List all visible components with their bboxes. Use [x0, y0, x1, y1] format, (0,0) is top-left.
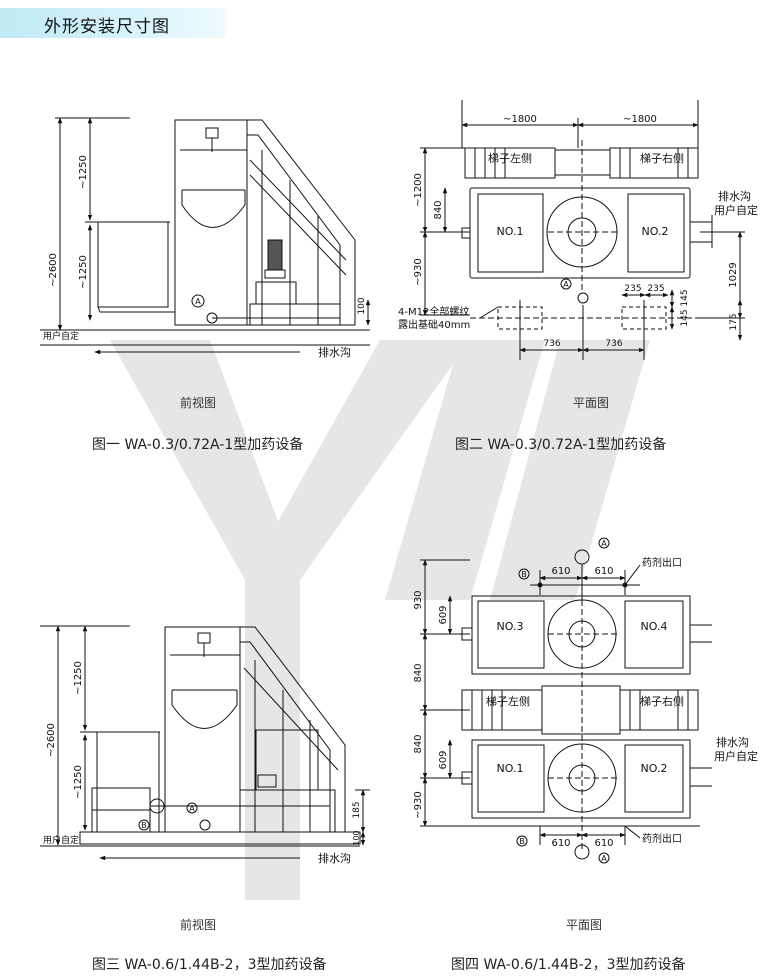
fig1-dim-base: 100 [357, 297, 367, 314]
fig4-marker-a-top: A [601, 539, 607, 548]
fig4-outlet-top: 药剂出口 [642, 556, 682, 569]
fig4-drain-label: 排水沟 [716, 735, 749, 749]
fig2-dim-1029: 1029 [728, 262, 739, 287]
fig2-ladder-left: 梯子左侧 [488, 152, 532, 165]
fig1-dim-total: ~2600 [48, 253, 59, 287]
fig4-dim-930: 930 [413, 590, 424, 609]
fig1-subtitle: 前视图 [180, 396, 217, 410]
page-title: 外形安装尺寸图 [44, 17, 170, 37]
fig1-dim-bottom: ~1250 [78, 255, 89, 289]
fig4-user-label: 用户自定 [714, 749, 758, 763]
fig3-dim-top: ~1250 [73, 661, 84, 695]
fig2-bolt-note-2: 露出基础40mm [398, 318, 470, 331]
fig4-dim-610a: 610 [551, 566, 570, 577]
fig2-dim-1200: ~1200 [413, 173, 424, 207]
fig4-ladder-left: 梯子左侧 [486, 695, 530, 708]
fig4-tank-1: NO.1 [497, 762, 524, 775]
fig4-dim-610d: 610 [594, 838, 613, 849]
fig4-tank-3: NO.3 [497, 620, 524, 633]
fig3-dim-bottom: ~1250 [73, 765, 84, 799]
fig4-dim-609b: 609 [438, 750, 449, 769]
fig2-user-label: 用户自定 [714, 203, 758, 217]
fig3-user-label: 用户自定 [43, 834, 79, 846]
fig4-dim-609a: 609 [438, 605, 449, 624]
fig2-subtitle: 平面图 [573, 396, 610, 410]
fig2-dim-235b: 235 [647, 284, 664, 294]
fig2-bolt-note-1: 4-M12全部螺纹 [398, 305, 469, 318]
fig2-dim-930: ~930 [413, 258, 424, 285]
fig2-tank-2: NO.2 [642, 225, 669, 238]
fig4-dim-610b: 610 [594, 566, 613, 577]
fig4-marker-b-bottom: B [519, 837, 525, 846]
fig3-drain-label: 排水沟 [318, 851, 351, 865]
fig4-marker-b-top: B [521, 570, 527, 579]
fig2-dim-left: ~1800 [503, 114, 537, 125]
fig2-caption: 图二 WA-0.3/0.72A-1型加药设备 [455, 437, 667, 453]
fig4-dim-840a: 840 [413, 663, 424, 682]
fig4-tank-2: NO.2 [641, 762, 668, 775]
fig2-drain-label: 排水沟 [718, 189, 751, 203]
fig4-tank-4: NO.4 [641, 620, 668, 633]
fig4-dim-840b: 840 [413, 734, 424, 753]
fig2-dim-145a: 145 [680, 289, 690, 306]
fig2-dim-right: ~1800 [623, 114, 657, 125]
fig3-marker-b: B [141, 821, 147, 830]
fig1-marker-a: A [195, 297, 201, 306]
fig4-outlet-bottom: 药剂出口 [642, 832, 682, 845]
fig1-user-label: 用户自定 [43, 330, 79, 342]
fig1-caption: 图一 WA-0.3/0.72A-1型加药设备 [92, 437, 304, 453]
fig1-drain-label: 排水沟 [318, 345, 351, 359]
fig1-dim-top: ~1250 [78, 155, 89, 189]
fig3-marker-a: A [189, 804, 195, 813]
fig2-dim-840: 840 [433, 200, 444, 219]
fig3-caption: 图三 WA-0.6/1.44B-2，3型加药设备 [92, 957, 327, 973]
fig2-dim-736b: 736 [605, 339, 622, 349]
fig4-dim-930b: ~930 [413, 791, 424, 818]
fig3-dim-100: 100 [352, 830, 361, 845]
fig2-dim-175: 175 [729, 313, 739, 330]
fig3-front-view [40, 625, 370, 861]
fig3-dim-185: 185 [352, 801, 362, 818]
fig2-marker-a: A [563, 280, 569, 289]
fig4-dim-610c: 610 [551, 838, 570, 849]
fig2-dim-736a: 736 [543, 339, 560, 349]
fig4-marker-a-bottom: A [601, 854, 607, 863]
fig4-caption: 图四 WA-0.6/1.44B-2，3型加药设备 [451, 957, 686, 973]
fig4-subtitle: 平面图 [566, 918, 603, 932]
watermark-logo [110, 340, 650, 900]
fig3-dim-total: ~2600 [46, 723, 57, 757]
fig3-subtitle: 前视图 [180, 918, 217, 932]
fig4-ladder-right: 梯子右侧 [640, 694, 684, 708]
header-bar [0, 8, 226, 38]
fig2-plan-view [420, 100, 745, 360]
fig4-plan-view [420, 549, 712, 860]
fig2-dim-145b: 145 [680, 309, 690, 326]
fig2-dim-235a: 235 [624, 284, 641, 294]
fig1-front-view [40, 117, 371, 355]
fig2-ladder-right: 梯子右侧 [640, 151, 684, 165]
fig2-tank-1: NO.1 [497, 225, 524, 238]
